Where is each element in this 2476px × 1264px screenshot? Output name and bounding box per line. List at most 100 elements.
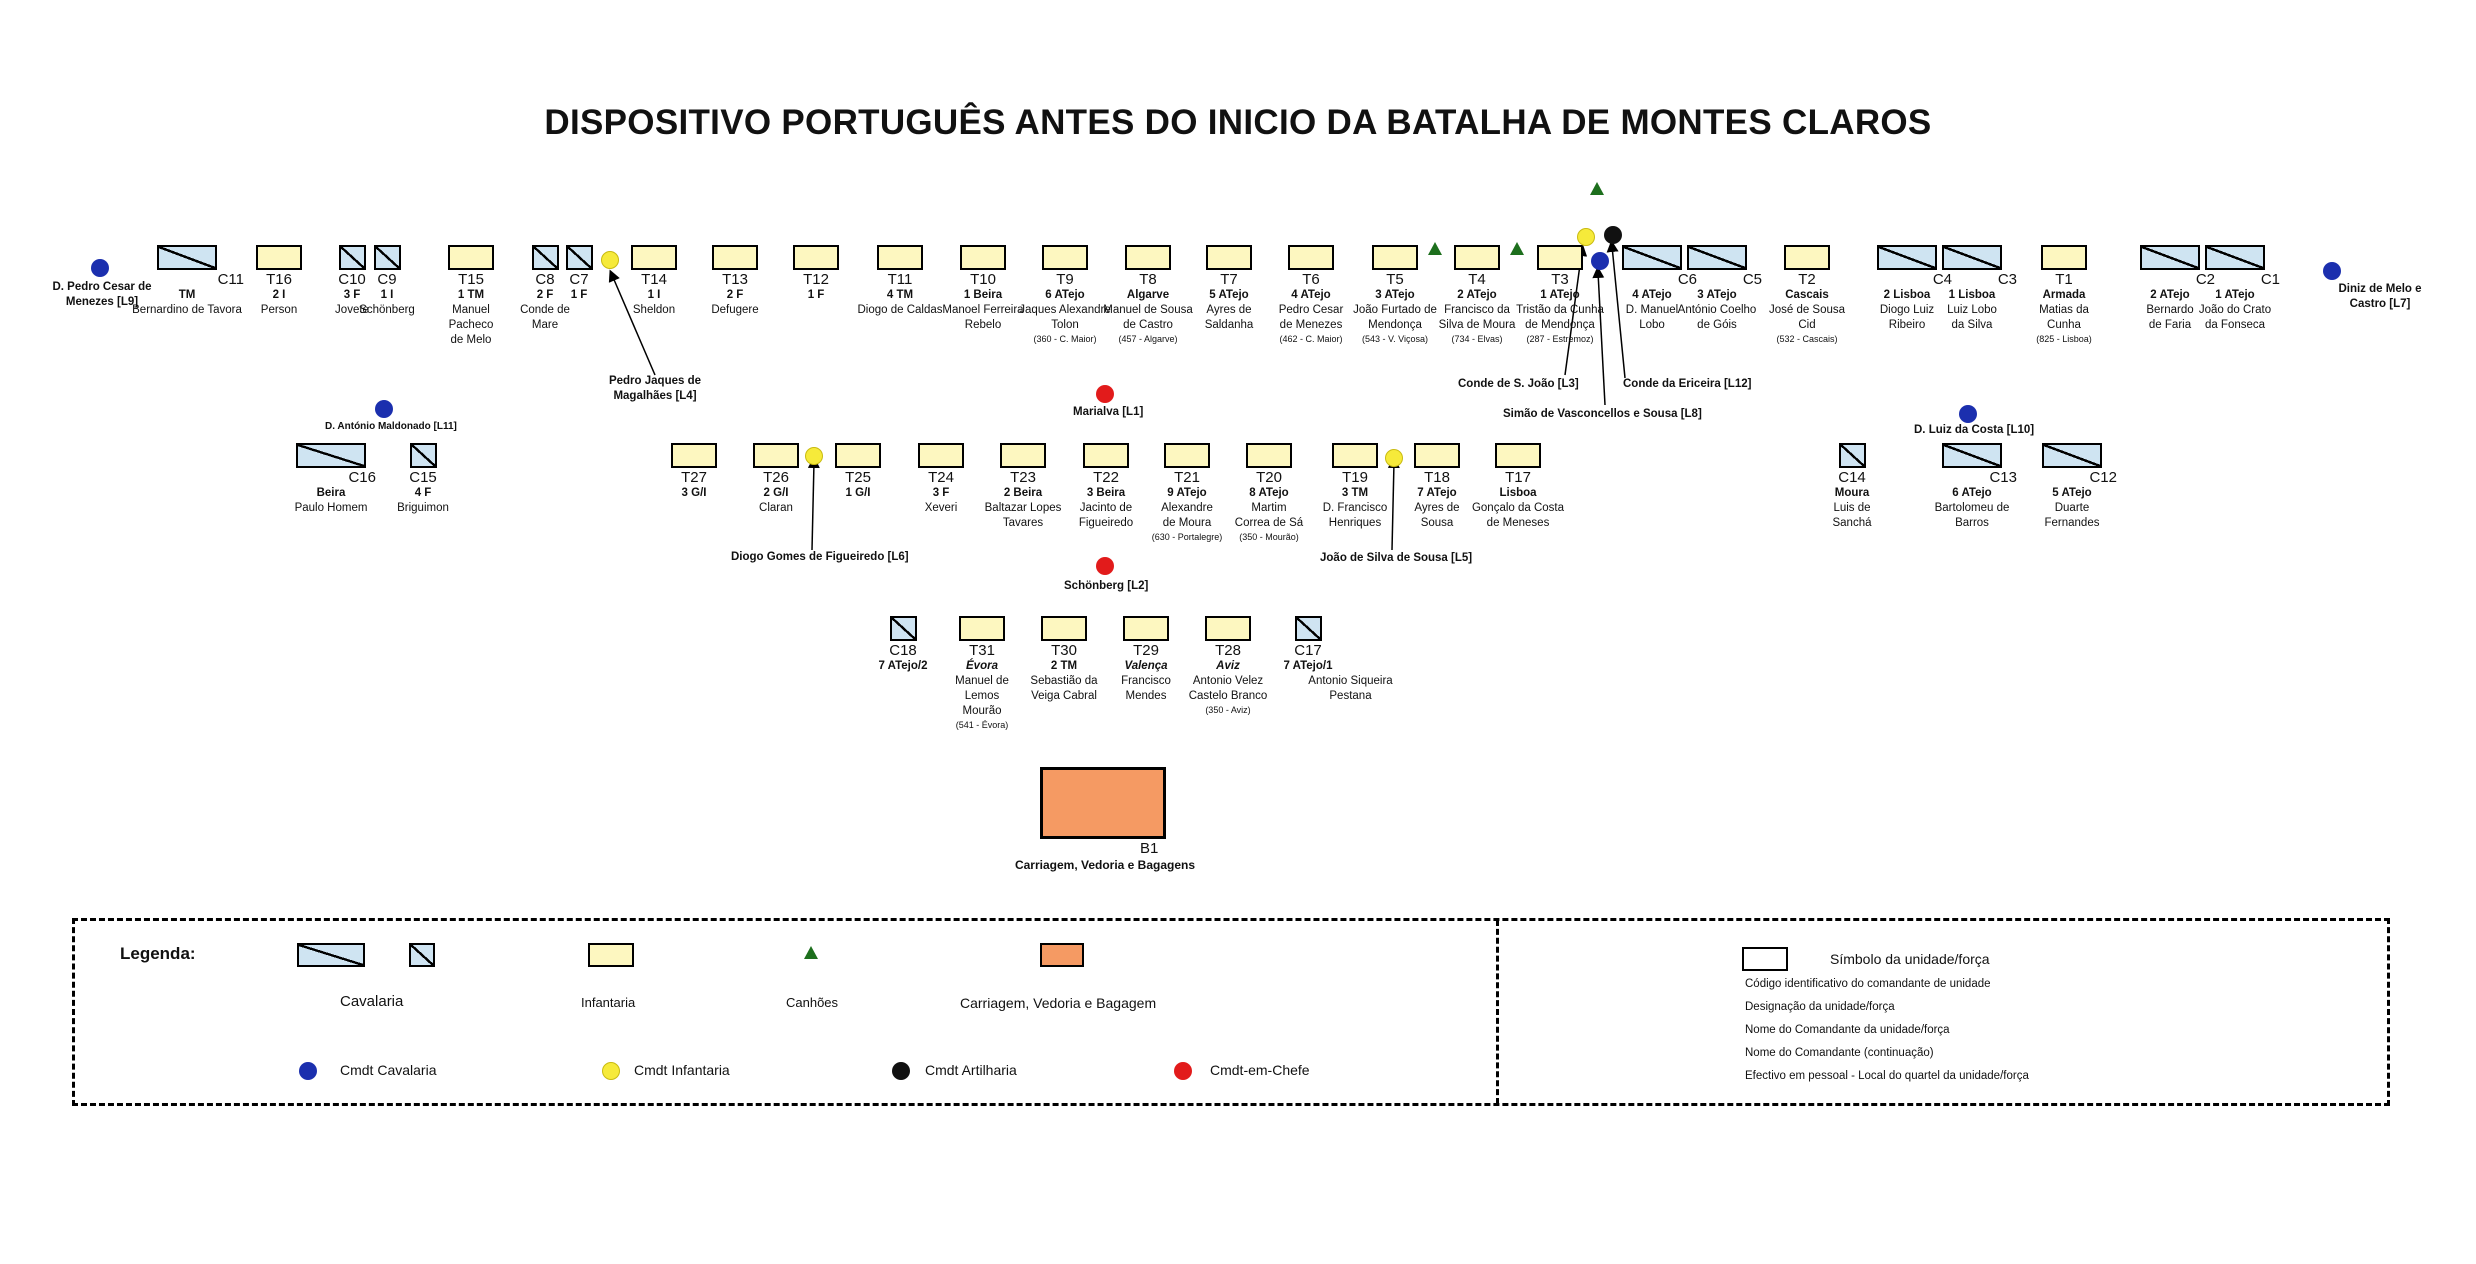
unit-code: C1 [2260,271,2280,288]
unit-code: C17 [1294,642,1322,659]
infantry-symbol [1454,245,1500,270]
unit-commander: Claran [759,502,793,514]
unit-designation: 9 ATejo [1167,487,1207,499]
unit-designation: TM [178,289,196,301]
unit-commander: Bernardino de Tavora [132,304,242,316]
unit-effective: (350 - Mourão) [1239,532,1299,542]
unit-commander: Bartolomeu de Barros [1934,502,2010,529]
unit-commander: Francisco da Silva de Moura [1438,304,1516,331]
legend-line-4: Nome do Comandante (continuação) [1745,1047,1934,1059]
unit-commander: Briguimon [397,502,449,514]
unit-t8: T8 Algarve Manuel de Sousa de Castro (45… [1083,245,1213,345]
cavalry-symbol [409,443,437,468]
cmdt-l8-marker [1591,252,1609,270]
unit-designation: 4 TM [886,289,914,301]
unit-designation: 2 Lisboa [1883,289,1931,301]
unit-commander: Conde de Mare [520,304,570,331]
unit-t1: T1 Armada Matias da Cunha (825 - Lisboa) [1999,245,2129,345]
unit-t17: T17 Lisboa Gonçalo da Costa de Meneses [1453,443,1583,531]
unit-designation: 2 F [536,289,554,301]
unit-code: T1 [2055,271,2073,288]
legend-panel [72,918,2390,1106]
infantry-symbol [1000,443,1046,468]
unit-commander: Luis de Sanchá [1832,502,1872,529]
unit-t11: T11 4 TM Diogo de Caldas [835,245,965,318]
unit-designation: 1 Beira [963,289,1003,301]
infantry-symbol [959,616,1005,641]
unit-t24: T24 3 F Xeveri [876,443,1006,516]
unit-commander: Alexandre de Moura [1161,502,1213,529]
unit-t30: T30 2 TM Sebastião da Veiga Cabral [999,616,1129,704]
unit-code: T4 [1468,271,1486,288]
unit-commander: Baltazar Lopes Tavares [984,502,1062,529]
infantry-symbol [1123,616,1169,641]
unit-commander: José de Sousa Cid [1768,304,1846,331]
unit-code: C15 [409,469,437,486]
infantry-symbol [918,443,964,468]
unit-designation: 1 TM [457,289,485,301]
unit-code: T13 [722,271,748,288]
unit-designation: 2 ATejo [2150,289,2190,301]
unit-t5: T5 3 ATejo João Furtado de Mendonça (543… [1330,245,1460,345]
unit-designation: 6 ATejo [1952,487,1992,499]
unit-c11: C11 TM Bernardino de Tavora [122,245,252,318]
infantry-symbol [671,443,717,468]
unit-code: T15 [458,271,484,288]
unit-commander: Xeveri [924,502,958,514]
unit-t16: T16 2 I Person [214,245,344,318]
unit-commander: Sheldon [632,304,676,316]
unit-designation: 4 F [414,487,432,499]
unit-c10: C10 3 F Jovete [287,245,417,318]
unit-designation: 6 ATejo [1045,289,1085,301]
cavalry-symbol [2140,245,2200,270]
infantry-symbol [2041,245,2087,270]
legend-infantry-symbol [588,943,634,967]
legend-cmdt-chief-marker [1174,1062,1192,1080]
infantry-symbol [877,245,923,270]
unit-code: C11 [217,271,244,288]
unit-designation: 3 F [343,289,361,301]
unit-commander: João Furtado de Mendonça [1353,304,1437,331]
legend-baggage-symbol [1040,943,1084,967]
infantry-symbol [1041,616,1087,641]
infantry-symbol [1332,443,1378,468]
unit-t3: T3 1 ATejo Tristão da Cunha de Mendonça … [1495,245,1625,345]
cannon-icon [1510,242,1524,255]
unit-commander: D. Manuel Lobo [1625,304,1679,331]
unit-designation: Algarve [1126,289,1170,301]
cmdt-l5-label: João de Silva de Sousa [L5] [1320,552,1473,564]
cmdt-l7-marker [2323,262,2341,280]
cmdt-l8-label: Simão de Vasconcellos e Sousa [L8] [1503,408,1702,420]
unit-designation: 1 F [570,289,588,301]
unit-commander: Martim Correa de Sá [1234,502,1304,529]
cavalry-symbol [2205,245,2265,270]
unit-code: T30 [1051,642,1077,659]
legend-cmdt-cav-marker [299,1062,317,1080]
unit-t31: T31 Évora Manuel de Lemos Mourão (541 - … [917,616,1047,731]
cmdt-l9-label: D. Pedro Cesar de Menezes [L9] [52,281,152,308]
unit-commander: Manuel Pacheco de Melo [448,304,494,346]
legend-line-1: Código identificativo do comandante de u… [1745,978,1991,990]
unit-code: C2 [2195,271,2215,288]
unit-commander: Jaques Alexandre Tolon [1019,304,1111,331]
infantry-symbol [712,245,758,270]
unit-c17: C17 7 ATejo/1 Antonio Siqueira Pestana [1243,616,1393,704]
unit-code: C9 [377,271,397,288]
cavalry-symbol [1622,245,1682,270]
unit-commander: Manuel de Sousa de Castro [1103,304,1193,331]
baggage-b1-code: B1 [1140,840,1159,857]
unit-code: C4 [1932,271,1952,288]
unit-effective: (462 - C. Maior) [1279,334,1343,344]
legend-line-3: Nome do Comandante da unidade/força [1745,1024,1950,1036]
unit-code: T9 [1056,271,1074,288]
cmdt-l7-label: Diniz de Melo e Castro [L7] [2338,283,2422,310]
legend-cannon-icon [804,946,818,959]
cavalry-symbol [531,245,559,270]
unit-designation: Beira [316,487,346,499]
unit-c18: C18 7 ATejo/2 [838,616,968,674]
legend-cavalry-large-symbol [297,943,365,967]
unit-commander: João do Crato da Fonseca [2198,304,2272,331]
legend-cannons-label: Canhões [786,995,839,1010]
unit-code: T11 [887,271,913,288]
unit-commander: Manoel Ferreira Rebelo [942,304,1024,331]
